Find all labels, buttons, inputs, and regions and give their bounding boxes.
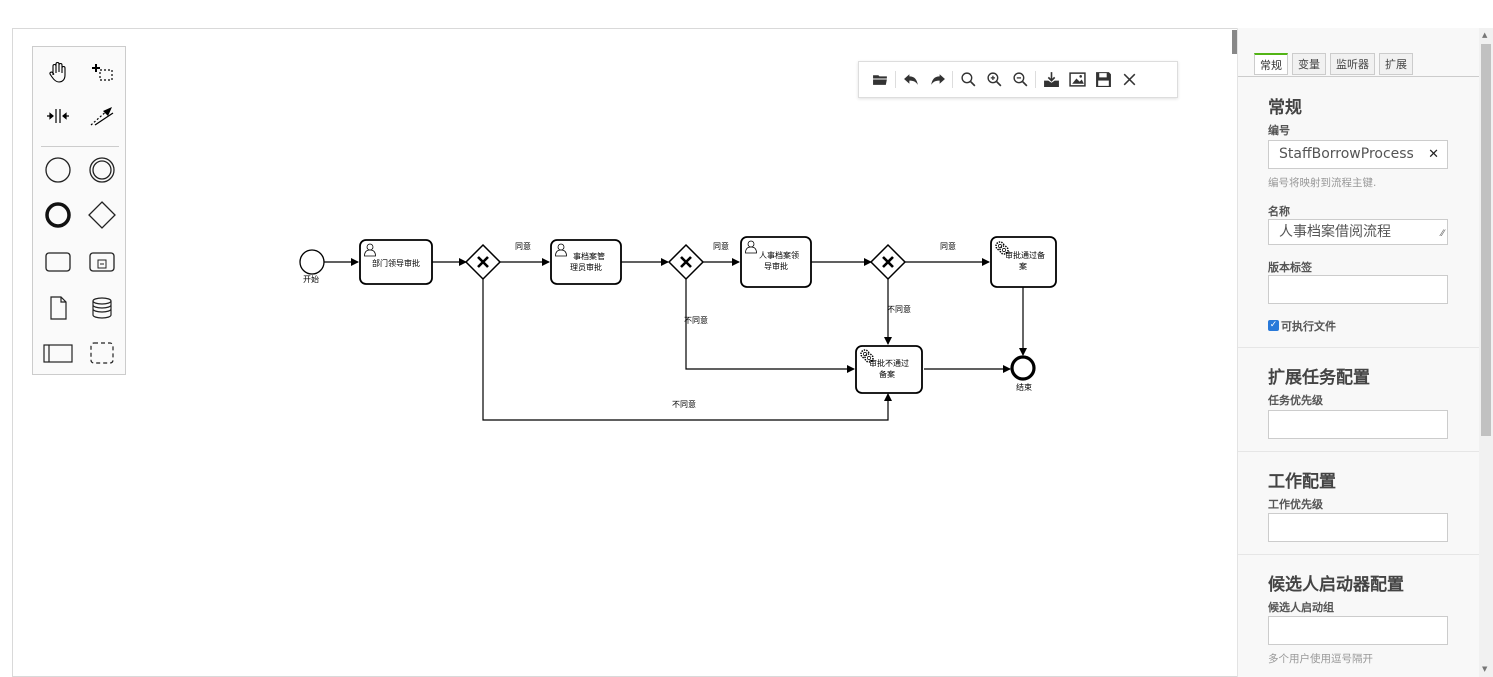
close-icon[interactable] [1116, 67, 1142, 93]
zoom-out-icon[interactable] [1007, 67, 1033, 93]
starter-group-label: 候选人启动组 [1268, 601, 1334, 614]
start-event-icon[interactable] [41, 153, 75, 187]
sequence-flows [324, 258, 1027, 421]
exclusive-gateway-3[interactable] [869, 243, 907, 281]
start-event-label: 开始 [303, 274, 319, 284]
section-job-title: 工作配置 [1268, 472, 1336, 492]
section-starter-title: 候选人启动器配置 [1268, 575, 1404, 595]
zoom-in-icon[interactable] [981, 67, 1007, 93]
gateway-icon[interactable] [85, 198, 119, 232]
version-input[interactable] [1268, 275, 1448, 304]
task-archive-admin-approval[interactable]: 事档案管 理员审批 [550, 239, 622, 285]
executable-label: 可执行文件 [1281, 320, 1336, 333]
task3-label-line1: 人事档案领 [759, 250, 799, 260]
id-value: StaffBorrowProcess [1279, 146, 1414, 162]
scroll-down-arrow-icon[interactable]: ▼ [1482, 665, 1488, 673]
task4-label-line1: 审批通过备 [1005, 250, 1045, 260]
section-general-title: 常规 [1268, 98, 1302, 118]
task2-label-line2: 理员审批 [570, 262, 602, 272]
intermediate-event-icon[interactable] [85, 153, 119, 187]
flow-agree-label-2: 同意 [713, 241, 729, 251]
executable-checkbox[interactable]: ✓ [1268, 320, 1279, 331]
tab-variables[interactable]: 变量 [1292, 53, 1326, 75]
exclusive-gateway-2[interactable] [667, 243, 705, 281]
version-label: 版本标签 [1268, 261, 1312, 274]
flow-agree-label-3: 同意 [940, 241, 956, 251]
bpmn-diagram: 开始 部门领导审批 同意 事档案管 理员审批 同意 不同意 人事档案领 导审批 … [299, 236, 1057, 421]
section-ext-task-title: 扩展任务配置 [1268, 368, 1370, 388]
task5-label-line1: 审批不通过 [869, 358, 909, 368]
panel-tabs: 常规 变量 监听器 扩展 [1254, 53, 1417, 75]
group-icon[interactable] [85, 336, 119, 370]
flow-reject-label-3: 不同意 [672, 399, 696, 409]
clear-icon[interactable]: ✕ [1428, 147, 1439, 162]
data-object-icon[interactable] [41, 291, 75, 325]
job-priority-input[interactable] [1268, 513, 1448, 542]
name-value: 人事档案借阅流程 [1279, 224, 1391, 240]
subprocess-icon[interactable] [85, 245, 119, 279]
tool-palette [32, 46, 126, 375]
task5-label-line2: 备案 [879, 369, 895, 379]
space-tool-icon[interactable] [41, 99, 75, 133]
reset-zoom-icon[interactable] [955, 67, 981, 93]
task-approved-filing[interactable]: 审批通过备 案 [990, 236, 1057, 288]
tab-general[interactable]: 常规 [1254, 53, 1288, 75]
data-store-icon[interactable] [85, 291, 119, 325]
task-rejected-filing[interactable]: 审批不通过 备案 [855, 345, 923, 394]
resize-handle-icon[interactable]: ⁄⁄ [1440, 229, 1444, 239]
end-event-label: 结束 [1016, 382, 1032, 392]
properties-panel: 常规 变量 监听器 扩展 常规 编号 StaffBorrowProcess ✕ … [1237, 28, 1480, 677]
pool-icon[interactable] [41, 336, 75, 370]
task2-label-line1: 事档案管 [573, 251, 605, 261]
panel-collapse-handle[interactable] [1232, 30, 1240, 54]
task1-label: 部门领导审批 [372, 258, 420, 268]
task-icon[interactable] [41, 245, 75, 279]
redo-icon[interactable] [924, 67, 950, 93]
task-dept-leader-approval[interactable]: 部门领导审批 [359, 239, 433, 285]
id-label: 编号 [1268, 124, 1290, 137]
id-input[interactable]: StaffBorrowProcess ✕ [1268, 140, 1448, 169]
download-image-icon[interactable] [1064, 67, 1090, 93]
panel-scrollbar[interactable]: ▲ ▼ [1479, 28, 1493, 677]
tab-listeners[interactable]: 监听器 [1330, 53, 1375, 75]
starter-group-input[interactable] [1268, 616, 1448, 645]
task-archive-leader-approval[interactable]: 人事档案领 导审批 [740, 236, 812, 288]
name-label: 名称 [1268, 205, 1290, 218]
hand-tool-icon[interactable] [41, 55, 75, 89]
id-hint: 编号将映射到流程主键. [1268, 177, 1377, 189]
canvas-toolbar [858, 61, 1178, 98]
tab-extensions[interactable]: 扩展 [1379, 53, 1413, 75]
starter-group-hint: 多个用户使用逗号隔开 [1268, 653, 1373, 665]
download-xml-icon[interactable] [1038, 67, 1064, 93]
scrollbar-thumb[interactable] [1481, 44, 1491, 436]
start-event[interactable] [299, 249, 325, 275]
open-folder-icon[interactable] [867, 67, 893, 93]
task-priority-input[interactable] [1268, 410, 1448, 439]
flow-reject-label-1: 不同意 [684, 315, 708, 325]
scroll-up-arrow-icon[interactable]: ▲ [1482, 31, 1488, 39]
task3-label-line2: 导审批 [764, 261, 788, 271]
flow-reject-label-2: 不同意 [887, 304, 911, 314]
name-input[interactable]: 人事档案借阅流程 ⁄⁄ [1268, 219, 1448, 245]
exclusive-gateway-1[interactable] [464, 243, 502, 281]
end-event[interactable] [1010, 355, 1036, 381]
end-event-icon[interactable] [41, 198, 75, 232]
flow-agree-label-1: 同意 [515, 241, 531, 251]
job-priority-label: 工作优先级 [1268, 498, 1323, 511]
save-icon[interactable] [1090, 67, 1116, 93]
lasso-tool-icon[interactable] [85, 55, 119, 89]
task4-label-line2: 案 [1019, 261, 1027, 271]
task-priority-label: 任务优先级 [1268, 394, 1323, 407]
undo-icon[interactable] [898, 67, 924, 93]
connect-tool-icon[interactable] [85, 99, 119, 133]
